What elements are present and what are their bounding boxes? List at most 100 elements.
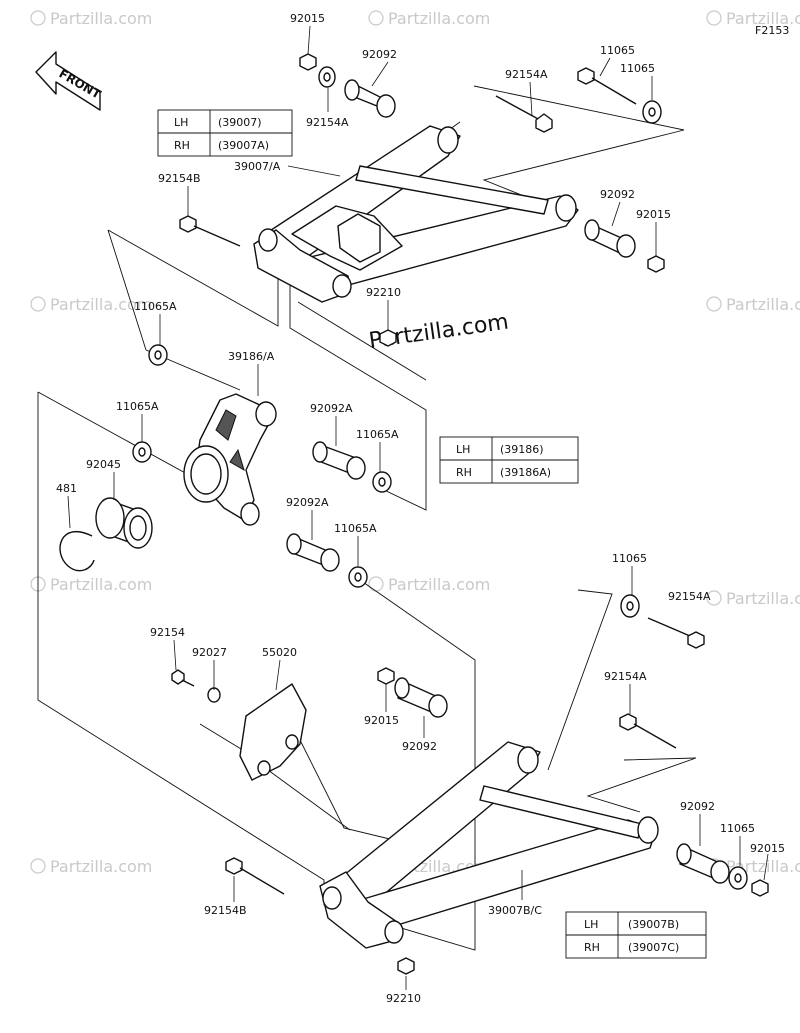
upper-bushing-right bbox=[584, 219, 636, 258]
svg-text:Partzilla.com: Partzilla.com bbox=[50, 575, 152, 594]
bolt-92154a-upper-right bbox=[577, 67, 637, 105]
figure-code: F2153 bbox=[755, 24, 789, 37]
washer-11065a-d bbox=[348, 566, 368, 588]
part-label: 39186/A bbox=[228, 350, 275, 363]
watermark-top-right: Partzilla.com bbox=[706, 9, 800, 28]
table-cell: RH bbox=[456, 466, 472, 479]
nut-92015-upper-right bbox=[647, 255, 665, 273]
table-cell: RH bbox=[174, 139, 190, 152]
bolt-92154a-upper-mid bbox=[495, 95, 553, 133]
part-label: 92154A bbox=[505, 68, 548, 81]
leader-lines bbox=[67, 25, 769, 990]
part-label: 11065 bbox=[612, 552, 647, 565]
washer-11065a-c bbox=[372, 471, 392, 493]
washer-11065-lower-right bbox=[620, 594, 640, 618]
washer-11065-top bbox=[318, 66, 336, 88]
part-label: 92092A bbox=[286, 496, 329, 509]
part-labels: 92015 92092 92154A 11065 11065 92154A 39… bbox=[56, 12, 785, 1005]
table-cell: LH bbox=[174, 116, 188, 129]
part-label: 92092 bbox=[680, 800, 715, 813]
part-label: 39007/A bbox=[234, 160, 281, 173]
bolt-92154b-lower bbox=[225, 857, 285, 895]
table-cell: (39007C) bbox=[628, 941, 679, 954]
part-label: 92092 bbox=[402, 740, 437, 753]
nut-92015-top bbox=[299, 53, 317, 71]
front-arrow-icon: FRONT bbox=[35, 51, 104, 111]
washer-11065a-b bbox=[132, 441, 152, 463]
part-label: 92154 bbox=[150, 626, 185, 639]
variant-table-39007b: LH (39007B) RH (39007C) bbox=[565, 911, 707, 959]
watermark-upper-right: Partzilla.com bbox=[706, 295, 800, 314]
bolt-92154b-upper bbox=[179, 215, 241, 247]
watermark-top-mid: Partzilla.com bbox=[368, 9, 490, 28]
part-label: 92154A bbox=[306, 116, 349, 129]
knuckle-39186 bbox=[183, 393, 277, 526]
nut-92015-lower-mid bbox=[377, 667, 395, 685]
part-label: 92154A bbox=[604, 670, 647, 683]
bushing-92092a-upper bbox=[312, 441, 366, 480]
bolt-92154a-lower-upper bbox=[647, 617, 705, 649]
nut-92210-lower bbox=[397, 957, 415, 975]
part-label: 11065 bbox=[620, 62, 655, 75]
part-label: 92027 bbox=[192, 646, 227, 659]
watermark-top-left: Partzilla.com bbox=[30, 9, 152, 28]
washer-11065a-a bbox=[148, 344, 168, 366]
circlip-481 bbox=[59, 530, 95, 572]
bushing-92092-lower-right bbox=[676, 843, 730, 884]
part-label: 11065A bbox=[334, 522, 377, 535]
svg-text:Partzilla.com: Partzilla.com bbox=[388, 575, 490, 594]
part-label: 92015 bbox=[750, 842, 785, 855]
part-label: 481 bbox=[56, 482, 77, 495]
variant-table-39007: LH (39007) RH (39007A) bbox=[157, 109, 293, 157]
nut-92015-lowest bbox=[751, 879, 769, 897]
nut-92210-upper bbox=[379, 329, 397, 347]
washer-92027 bbox=[207, 687, 221, 703]
part-label: 39007B/C bbox=[488, 904, 542, 917]
svg-text:Partzilla.com: Partzilla.com bbox=[50, 295, 152, 314]
bushing-92092-lower-mid bbox=[394, 677, 448, 718]
part-label: 92015 bbox=[636, 208, 671, 221]
svg-text:Partzilla.com: Partzilla.com bbox=[388, 9, 490, 28]
part-label: 92210 bbox=[366, 286, 401, 299]
guard-plate-55020 bbox=[239, 683, 307, 781]
bolt-92154a-lower bbox=[619, 713, 677, 749]
washer-11065-lowest bbox=[728, 866, 748, 890]
part-label: 92154B bbox=[158, 172, 201, 185]
watermark-mid-left: Partzilla.com bbox=[30, 575, 152, 594]
washer-11065-upper-right bbox=[642, 100, 662, 124]
svg-text:Partzilla.com: Partzilla.com bbox=[726, 295, 800, 314]
bolt-92154-small bbox=[171, 669, 195, 687]
table-cell: (39186A) bbox=[500, 466, 551, 479]
table-cell: (39007A) bbox=[218, 139, 269, 152]
table-cell: LH bbox=[584, 918, 598, 931]
part-label: 11065A bbox=[134, 300, 177, 313]
part-label: 92092A bbox=[310, 402, 353, 415]
table-cell: LH bbox=[456, 443, 470, 456]
part-label: 92015 bbox=[290, 12, 325, 25]
svg-text:Partzilla.com: Partzilla.com bbox=[726, 9, 800, 28]
variant-table-39186: LH (39186) RH (39186A) bbox=[439, 436, 579, 484]
part-label: 55020 bbox=[262, 646, 297, 659]
part-label: 92045 bbox=[86, 458, 121, 471]
part-label: 92210 bbox=[386, 992, 421, 1005]
watermark-low-left: Partzilla.com bbox=[30, 857, 152, 876]
watermark-mid-center: Partzilla.com bbox=[368, 575, 490, 594]
lower-a-arm bbox=[319, 741, 659, 949]
part-label: 92092 bbox=[362, 48, 397, 61]
part-label: 92154A bbox=[668, 590, 711, 603]
upper-a-arm bbox=[253, 125, 579, 303]
table-cell: (39007B) bbox=[628, 918, 679, 931]
watermark-mid-right: Partzilla.com bbox=[706, 589, 800, 608]
part-label: 11065A bbox=[116, 400, 159, 413]
table-cell: RH bbox=[584, 941, 600, 954]
table-cell: (39186) bbox=[500, 443, 544, 456]
upper-bushing-left bbox=[344, 79, 396, 118]
part-label: 92092 bbox=[600, 188, 635, 201]
svg-text:Partzilla.com: Partzilla.com bbox=[50, 857, 152, 876]
bearing-92045 bbox=[95, 497, 153, 549]
part-label: 11065 bbox=[720, 822, 755, 835]
svg-text:Partzilla.com: Partzilla.com bbox=[50, 9, 152, 28]
bushing-92092a-lower bbox=[286, 533, 340, 572]
part-label: 11065A bbox=[356, 428, 399, 441]
